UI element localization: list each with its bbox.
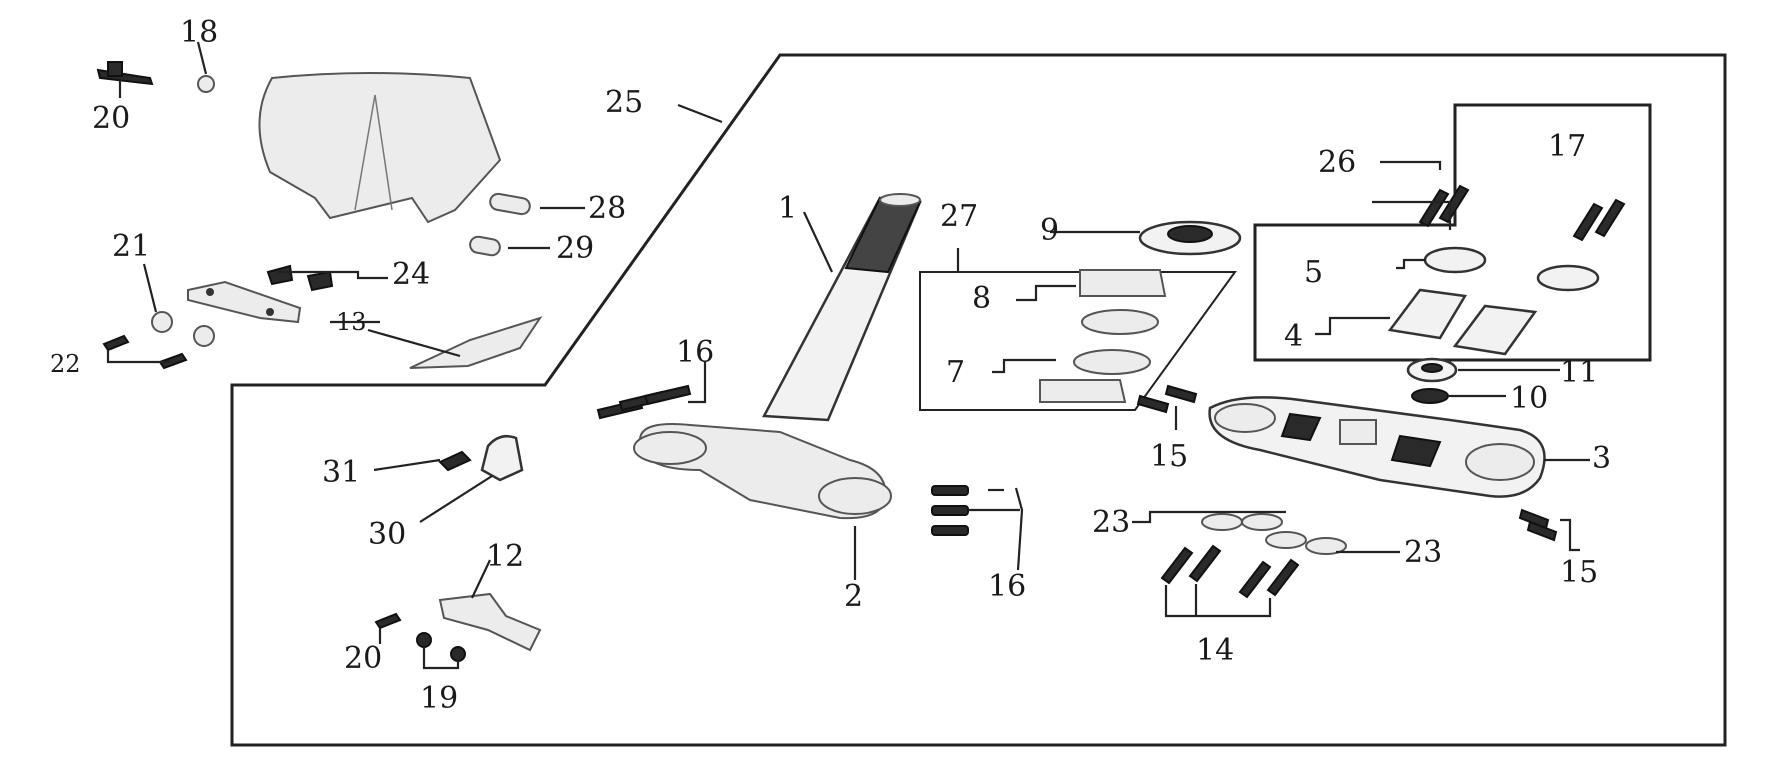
callout-16-top: 16 <box>676 335 714 370</box>
washer-21 <box>151 311 173 333</box>
callout-21: 21 <box>112 229 150 264</box>
callout-13: 13 <box>336 308 367 336</box>
bearing-8 <box>1079 269 1167 335</box>
nut-19a <box>416 632 432 648</box>
nut-19b <box>450 646 466 662</box>
callout-20-bottom: 20 <box>344 641 382 676</box>
callout-1: 1 <box>778 191 797 226</box>
callout-31: 31 <box>322 455 360 490</box>
callout-labels: 18 20 25 1 28 29 24 21 13 22 27 9 8 7 16… <box>50 15 1611 716</box>
handlebar-clamp-5 <box>1423 246 1600 292</box>
callout-18: 18 <box>180 15 218 50</box>
callout-8: 8 <box>972 281 991 316</box>
callout-26: 26 <box>1318 145 1356 180</box>
callout-2: 2 <box>844 579 863 614</box>
callout-24: 24 <box>392 257 430 292</box>
lower-triple-clamp-2 <box>633 423 892 520</box>
clip-24 <box>266 264 334 292</box>
bolts-14 <box>1160 544 1300 599</box>
stem-nut-9 <box>1138 220 1242 256</box>
callout-9: 9 <box>1040 213 1059 248</box>
callout-29: 29 <box>556 231 594 266</box>
bracket-12 <box>438 592 542 652</box>
callout-10: 10 <box>1510 381 1548 416</box>
callout-5: 5 <box>1304 255 1323 290</box>
bolts-16-left <box>596 384 692 420</box>
handlebar-clamp-4 <box>1387 288 1538 356</box>
risers-23 <box>1201 513 1347 555</box>
bolts-16-right <box>931 485 969 536</box>
callout-4: 4 <box>1284 319 1303 354</box>
nut-18 <box>197 75 215 93</box>
washer-11-hole <box>1421 363 1443 373</box>
callout-17: 17 <box>1548 129 1586 164</box>
bolts-17 <box>1418 184 1626 242</box>
headlight-cowl <box>258 72 502 224</box>
washer-21b <box>193 325 215 347</box>
fender-piece <box>409 316 543 369</box>
spacer-10 <box>1411 388 1449 404</box>
callout-12: 12 <box>486 539 524 574</box>
callout-20-top: 20 <box>92 101 130 136</box>
assembly-frame-25 <box>230 53 1727 747</box>
callout-27: 27 <box>940 199 978 234</box>
callout-30: 30 <box>368 517 406 552</box>
bracket-30 <box>480 435 524 482</box>
callout-23-left: 23 <box>1092 505 1130 540</box>
bolts-15-top <box>1136 384 1198 414</box>
bracket-13 <box>187 280 302 324</box>
upper-triple-clamp-3 <box>1208 396 1546 498</box>
screw-20b <box>374 612 402 630</box>
callout-22: 22 <box>50 350 81 378</box>
callout-23-right: 23 <box>1404 535 1442 570</box>
callout-28: 28 <box>588 191 626 226</box>
callout-7: 7 <box>946 355 965 390</box>
callout-15-top: 15 <box>1150 439 1188 474</box>
bolts-15-bottom <box>1518 508 1558 542</box>
callout-19: 19 <box>420 681 458 716</box>
bearing-7 <box>1039 349 1151 403</box>
leader-lines <box>106 41 1590 670</box>
steering-stem-1 <box>761 193 922 422</box>
subassembly-frame-26 <box>1253 103 1652 362</box>
spacer-29 <box>469 235 501 257</box>
callout-3: 3 <box>1592 441 1611 476</box>
callout-16-bottom: 16 <box>988 569 1026 604</box>
callout-25: 25 <box>605 85 643 120</box>
screw-22b <box>158 352 188 370</box>
screw-31 <box>438 450 472 472</box>
screw-22a <box>102 334 130 352</box>
bolt-20-top <box>96 61 154 86</box>
callout-15-bottom: 15 <box>1560 555 1598 590</box>
callout-14: 14 <box>1196 633 1234 668</box>
spacer-28 <box>489 192 531 216</box>
callout-11: 11 <box>1560 355 1598 390</box>
